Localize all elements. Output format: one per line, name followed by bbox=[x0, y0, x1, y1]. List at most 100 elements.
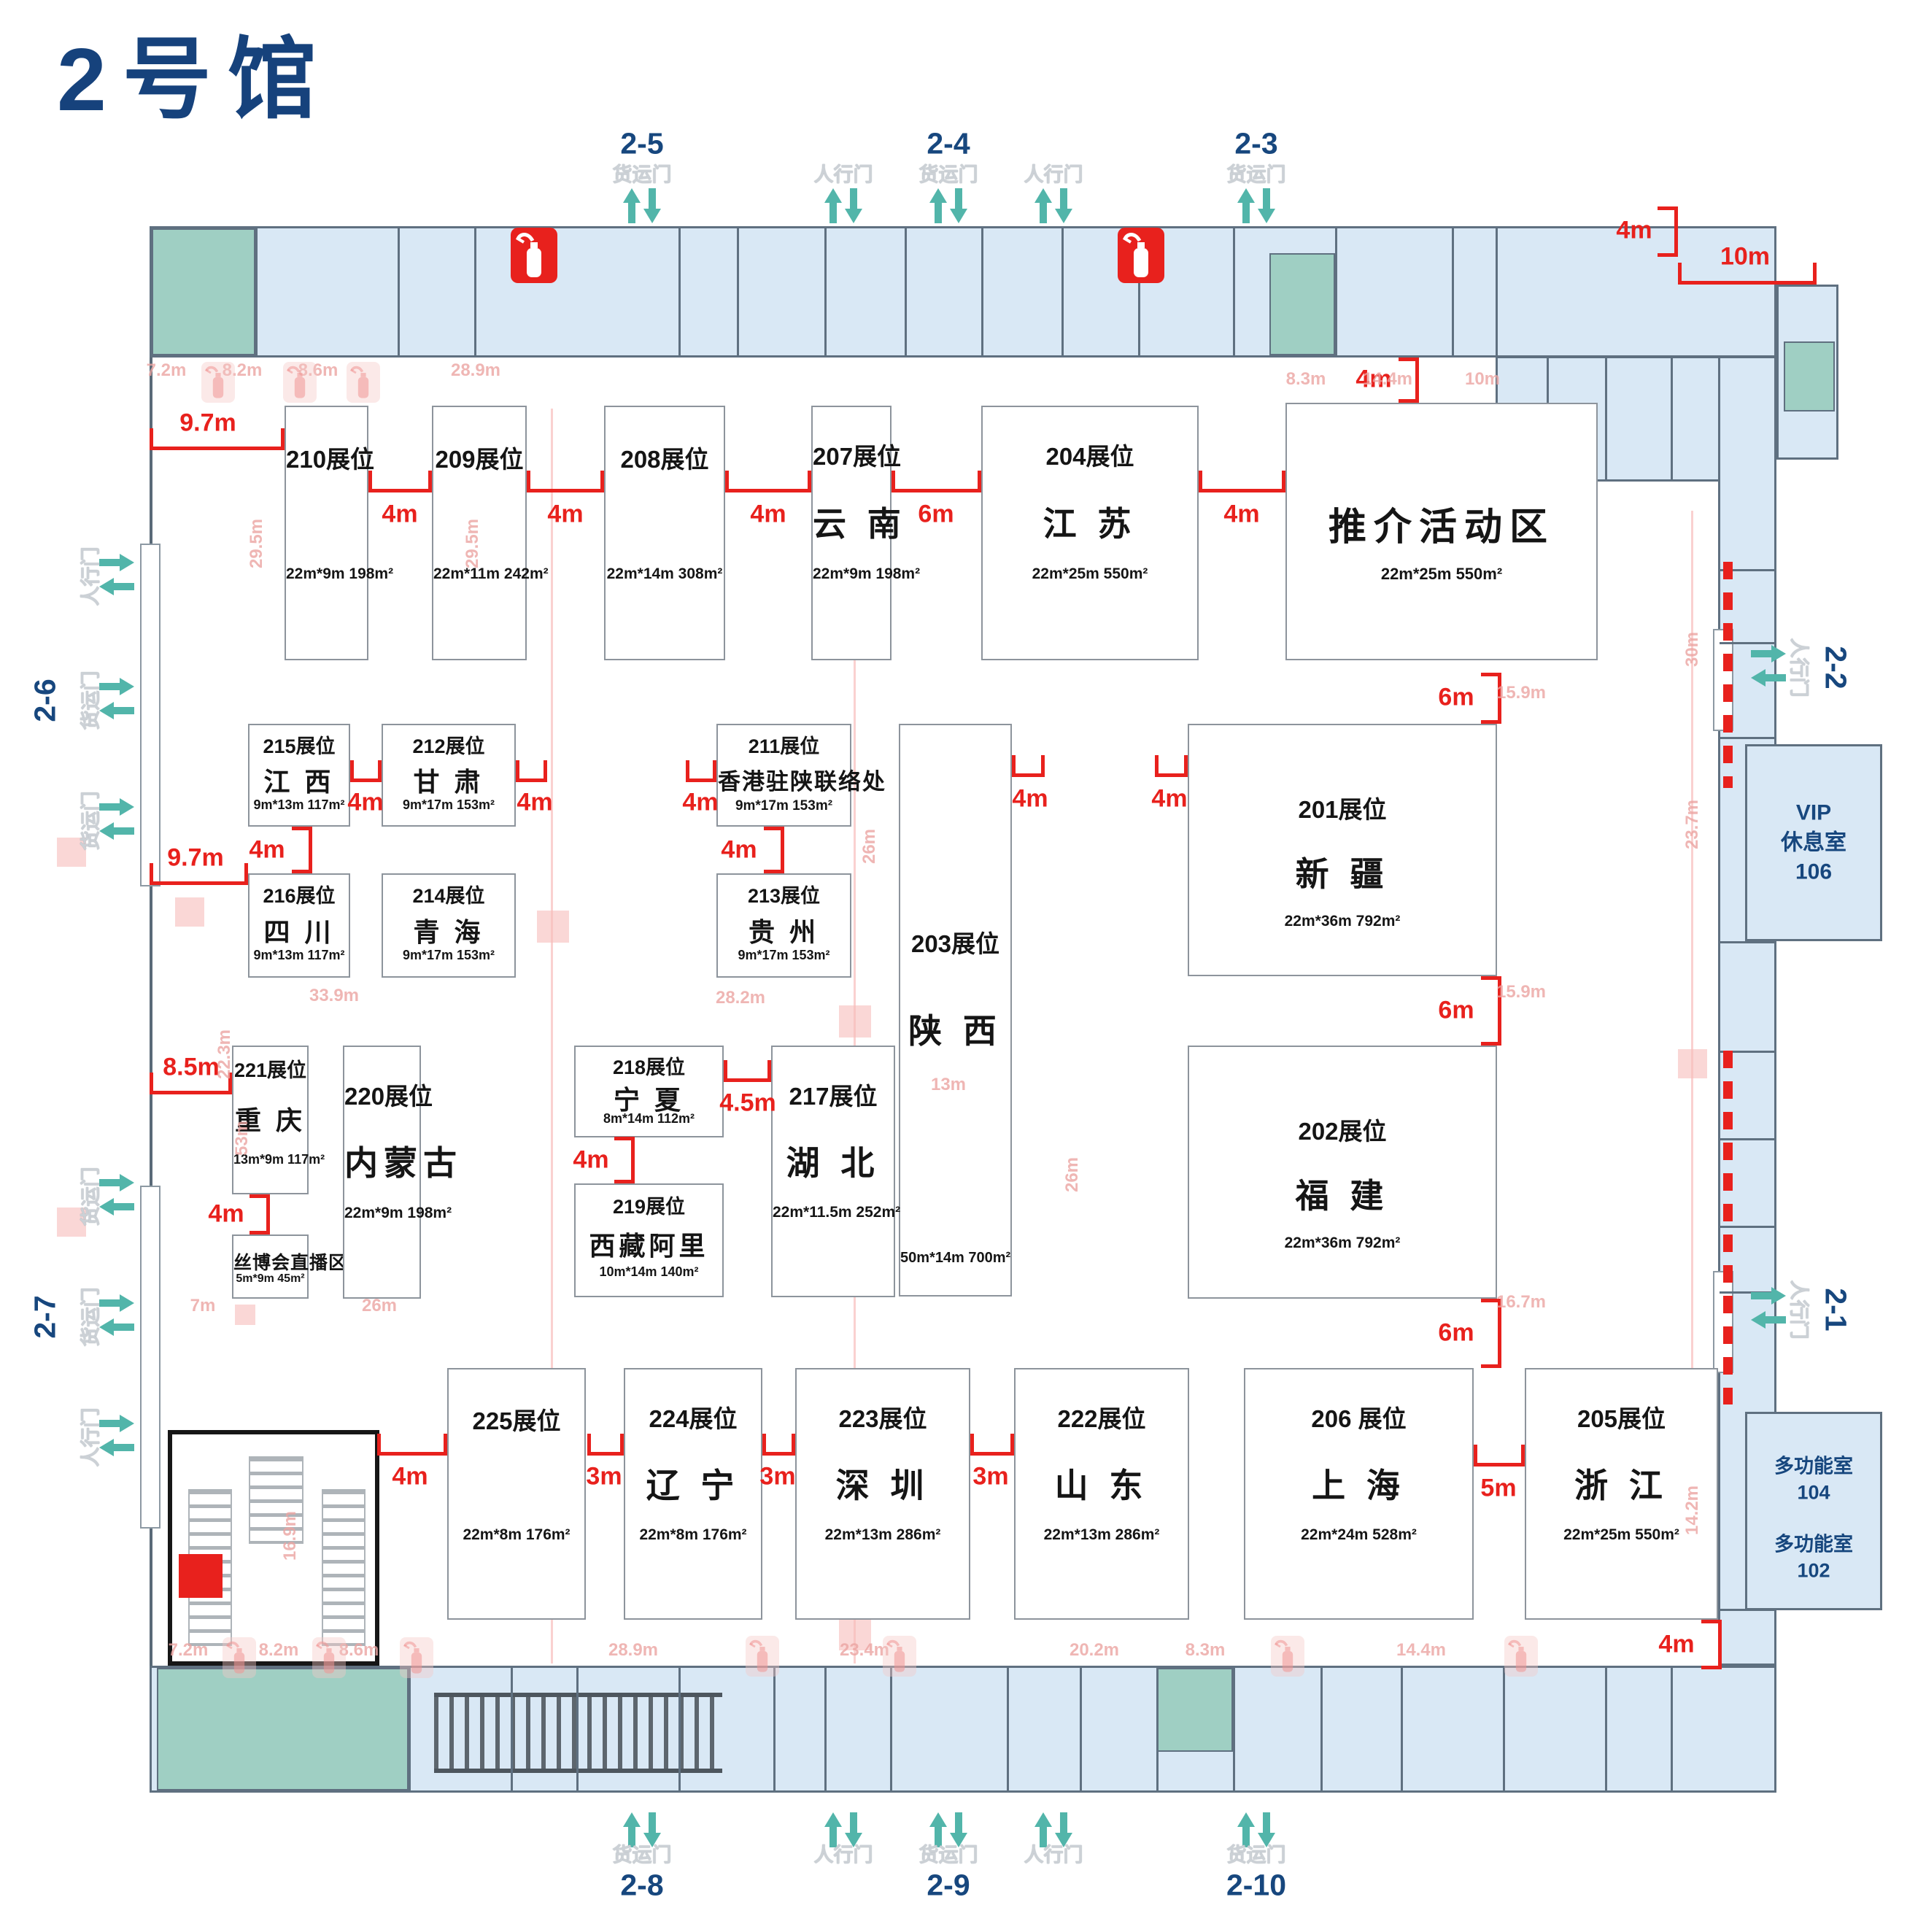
booth-name: 山 东 bbox=[1054, 1466, 1149, 1504]
booth-dimensions: 22m*24m 528m² bbox=[1301, 1526, 1417, 1543]
wall bbox=[1605, 358, 1607, 480]
pink-marker bbox=[235, 1305, 255, 1325]
booth-name: 宁 夏 bbox=[613, 1084, 684, 1115]
door-code-left: 2-7 bbox=[28, 1295, 62, 1339]
faint-dimension: 30m bbox=[1682, 631, 1702, 668]
dimension-label: 4m bbox=[1012, 784, 1048, 813]
dimension-label: 4m bbox=[249, 835, 285, 864]
door-code-bottom: 2-8 bbox=[620, 1868, 664, 1902]
fire-extinguisher-icon bbox=[1271, 1636, 1304, 1677]
dimension-label: 3m bbox=[972, 1462, 1009, 1491]
dimension-label: 4m bbox=[1151, 784, 1188, 813]
door-arrows-icon bbox=[616, 187, 668, 228]
door-type-label: 人行门 bbox=[1787, 1280, 1810, 1340]
faint-dimension: 14.4m bbox=[1396, 1640, 1447, 1660]
dimension-marker bbox=[725, 471, 811, 492]
dimension-label: 6m bbox=[1438, 996, 1474, 1024]
booth-number: 209展位 bbox=[435, 445, 524, 473]
dimension-label: 4m bbox=[573, 1145, 609, 1174]
door-arrows-icon bbox=[98, 795, 136, 851]
red-dashed-line bbox=[1723, 562, 1733, 788]
fire-extinguisher-icon bbox=[1504, 1636, 1538, 1677]
faint-dimension: 7.2m bbox=[146, 360, 187, 380]
door-arrows-icon bbox=[1749, 641, 1787, 698]
door-arrows-icon bbox=[98, 674, 136, 730]
faint-dimension: 28.2m bbox=[715, 988, 766, 1008]
dimension-marker bbox=[150, 428, 285, 450]
dimension-marker bbox=[377, 1434, 447, 1456]
door-code-top: 2-5 bbox=[620, 126, 664, 161]
fire-extinguisher-icon bbox=[746, 1636, 779, 1677]
booth-number: 211展位 bbox=[748, 735, 820, 757]
faint-dimension: 22.3m bbox=[214, 1029, 234, 1080]
booth-name: 浙 江 bbox=[1574, 1466, 1668, 1504]
fire-extinguisher-icon bbox=[201, 362, 235, 403]
door-code-left: 2-6 bbox=[28, 679, 62, 722]
booth-dimensions: 9m*17m 153m² bbox=[738, 948, 830, 963]
dimension-marker bbox=[764, 827, 784, 873]
booth-201: 201展位新 疆 22m*36m 792m² bbox=[1188, 724, 1497, 976]
dimension-label: 4m bbox=[750, 500, 786, 528]
wall bbox=[255, 228, 258, 356]
bottom-corridor-band bbox=[150, 1666, 1776, 1793]
dimension-label: 4m bbox=[1616, 216, 1652, 244]
dimension-label: 4m bbox=[682, 788, 719, 816]
booth-dimensions: 9m*17m 153m² bbox=[402, 797, 495, 812]
door-arrows-icon bbox=[98, 1411, 136, 1467]
booth-dimensions: 22m*11m 242m² bbox=[433, 565, 549, 583]
wall bbox=[1503, 1668, 1505, 1790]
booth-name: 深 圳 bbox=[835, 1466, 930, 1504]
wall bbox=[398, 228, 400, 356]
wall bbox=[1080, 1668, 1082, 1790]
dimension-marker bbox=[1678, 263, 1817, 285]
booth-dimensions: 22m*36m 792m² bbox=[1284, 912, 1401, 930]
door-arrows-icon bbox=[1749, 1283, 1787, 1340]
fire-extinguisher-icon bbox=[400, 1637, 433, 1678]
door-code-right: 2-1 bbox=[1819, 1288, 1853, 1332]
booth-number: 208展位 bbox=[620, 445, 709, 473]
booth-name: 新 疆 bbox=[1295, 854, 1390, 893]
booth-dimensions: 22m*25m 550m² bbox=[1380, 564, 1503, 583]
door-arrows-icon bbox=[817, 1811, 870, 1852]
door-arrows-icon bbox=[922, 1811, 975, 1852]
dimension-label: 4m bbox=[382, 500, 418, 528]
booth-name: 推介活动区 bbox=[1328, 506, 1555, 549]
dimension-marker bbox=[368, 471, 432, 492]
fire-extinguisher-icon bbox=[1118, 228, 1164, 283]
booth-name: 香港驻陕联络处 bbox=[718, 769, 886, 795]
wall bbox=[824, 228, 827, 356]
teal-room bbox=[152, 228, 255, 355]
dimension-marker bbox=[724, 1060, 771, 1082]
vip-room bbox=[1745, 744, 1882, 941]
fire-extinguisher-icon bbox=[511, 228, 557, 283]
booth-dimensions: 22m*8m 176m² bbox=[463, 1526, 571, 1543]
door-code-right: 2-2 bbox=[1819, 646, 1853, 689]
door-arrows-icon bbox=[817, 187, 870, 228]
wall bbox=[1720, 941, 1775, 943]
wall bbox=[1720, 737, 1775, 739]
booth-dimensions: 22m*9m 198m² bbox=[344, 1205, 452, 1222]
booth-number: 221展位 bbox=[233, 1059, 307, 1081]
dimension-marker bbox=[1155, 755, 1188, 777]
booth-number: 206 展位 bbox=[1311, 1404, 1407, 1432]
fire-lane-line bbox=[551, 409, 553, 1664]
dimension-label: 4m bbox=[517, 788, 553, 816]
wall bbox=[1061, 228, 1064, 356]
wall bbox=[824, 1668, 827, 1790]
wall bbox=[1335, 228, 1337, 356]
booth-number: 201展位 bbox=[1298, 795, 1387, 823]
door-arrows-icon bbox=[1027, 187, 1080, 228]
booth-dimensions: 22m*8m 176m² bbox=[639, 1526, 747, 1543]
door-arrows-icon bbox=[922, 187, 975, 228]
fire-extinguisher-icon bbox=[223, 1637, 256, 1678]
red-square-marker bbox=[179, 1554, 223, 1598]
booth-number: 205展位 bbox=[1577, 1404, 1666, 1432]
booth-name: 贵 州 bbox=[748, 917, 819, 948]
wall bbox=[1320, 1668, 1323, 1790]
dimension-label: 4.5m bbox=[719, 1089, 776, 1117]
